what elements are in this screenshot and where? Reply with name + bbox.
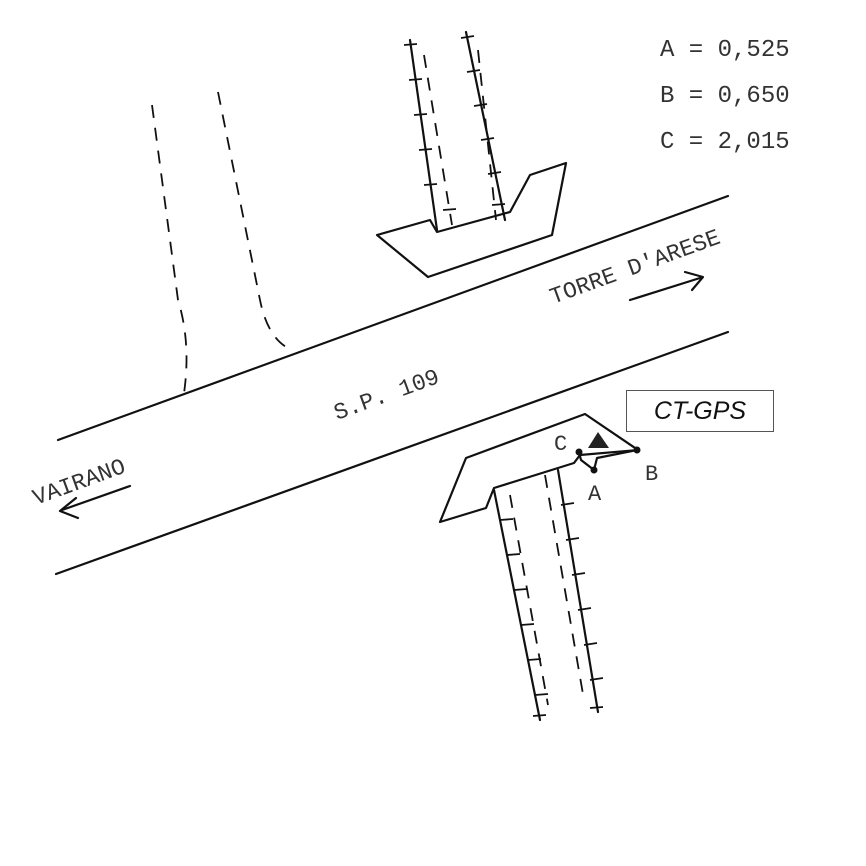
point-a-label: A: [588, 482, 602, 507]
point-c-marker: [575, 448, 583, 456]
legend-row-b: B = 0,650: [660, 83, 790, 110]
north-channel-right-inner: [477, 49, 497, 221]
road-north-edge: [56, 194, 730, 442]
north-deck-outline: [375, 161, 568, 279]
road-south-edge: [54, 330, 730, 576]
arrow-east-icon: [628, 270, 705, 302]
legend-row-a: A = 0,525: [660, 37, 790, 64]
north-channel-left-inner: [423, 54, 453, 226]
point-a-marker: [590, 466, 598, 474]
station-tag: CT-GPS: [626, 390, 774, 432]
south-channel-right-outer: [556, 468, 600, 714]
side-road-left-edge: [151, 104, 188, 401]
south-channel-ticks: [499, 502, 604, 717]
arrow-west-icon: [58, 484, 132, 520]
north-channel-ticks: [403, 35, 506, 211]
south-channel-left-inner: [509, 494, 549, 706]
station-triangle-icon: [588, 432, 609, 448]
measurement-legend: A = 0,525 B = 0,650 C = 2,015: [660, 28, 860, 166]
road-name-label: S.P. 109: [331, 364, 444, 426]
south-channel-right-inner: [544, 474, 585, 701]
point-b-marker: [633, 446, 641, 454]
point-b-label: B: [645, 462, 658, 487]
legend-row-c: C = 2,015: [660, 129, 790, 156]
side-road-right-edge: [217, 91, 293, 351]
point-c-label: C: [554, 432, 567, 457]
north-channel-left-outer: [408, 38, 439, 232]
south-deck-outline: [438, 412, 640, 524]
south-channel-left-outer: [492, 488, 542, 722]
